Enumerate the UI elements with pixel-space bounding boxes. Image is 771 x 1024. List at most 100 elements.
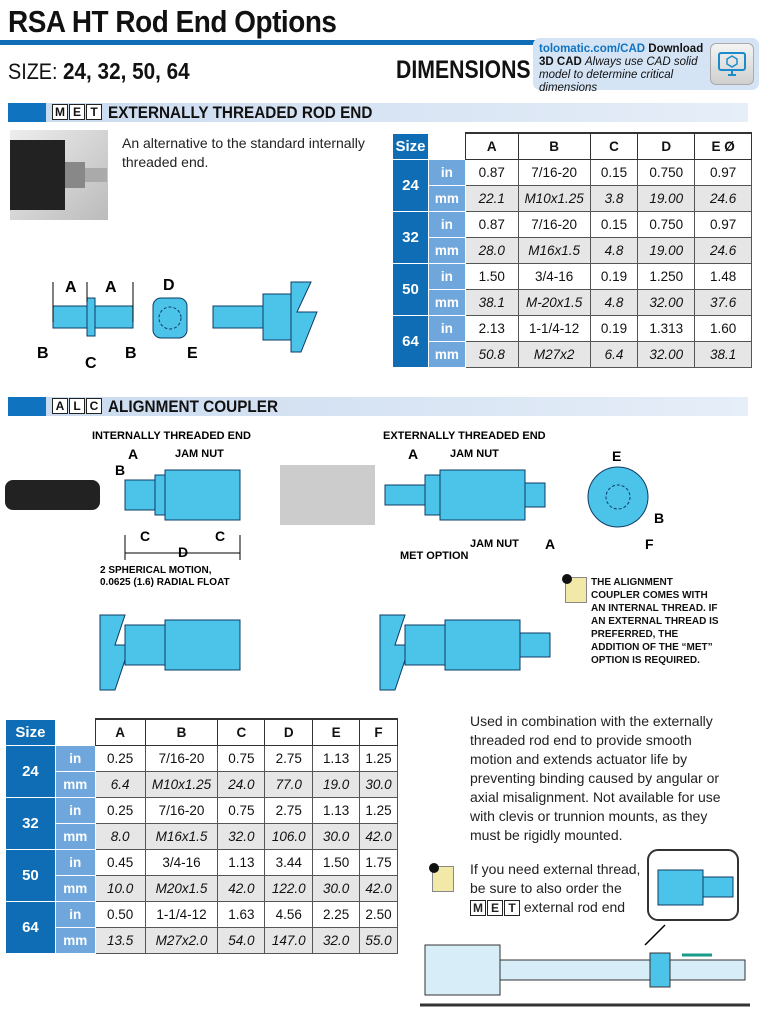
value-cell: 42.0 [359,874,398,902]
value-cell: 0.87 [464,210,519,238]
value-cell: 1-1/4-12 [144,900,219,928]
value-cell: M16x1.5 [517,236,591,264]
code-letter: M [52,104,68,120]
dimensions-heading: DIMENSIONS [396,56,531,84]
value-cell: 0.97 [694,158,752,186]
cad-link[interactable]: tolomatic.com/CAD [539,43,646,55]
column-header: C [589,132,639,160]
size-header: Size [392,132,429,160]
svg-text:INTERNALLY THREADED END: INTERNALLY THREADED END [92,430,251,442]
column-header: F [359,718,398,746]
unit-cell: mm [54,822,96,850]
value-cell: 4.8 [589,236,639,264]
value-cell: 0.19 [589,262,639,290]
value-cell: 30.0 [312,822,361,850]
svg-text:A: A [128,446,138,462]
value-cell: 7/16-20 [144,796,219,824]
value-cell: 2.13 [464,314,519,342]
code-letter: C [86,398,102,414]
met-dimension-diagram: A A B C B D E [37,277,318,372]
value-cell: M27x2 [517,340,591,368]
value-cell: M20x1.5 [144,874,219,902]
value-cell: 2.75 [264,744,314,772]
value-cell: 42.0 [359,822,398,850]
value-cell: 54.0 [217,926,266,954]
column-header: B [144,718,219,746]
column-header: A [464,132,519,160]
size-cell: 50 [5,848,56,902]
value-cell: 122.0 [264,874,314,902]
svg-text:E: E [187,345,198,362]
value-cell: 0.45 [94,848,146,876]
value-cell: 4.8 [589,288,639,316]
svg-text:B: B [654,510,664,526]
svg-text:D: D [163,277,175,294]
value-cell: 1.60 [694,314,752,342]
value-cell: 24.6 [694,184,752,212]
size-cell: 50 [392,262,429,316]
value-cell: 0.25 [94,744,146,772]
unit-cell: in [427,210,466,238]
value-cell: 1.313 [637,314,696,342]
column-header: B [517,132,591,160]
value-cell: 37.6 [694,288,752,316]
value-cell: 0.25 [94,796,146,824]
alc-diagrams: INTERNALLY THREADED END A B JAM NUT C C … [5,430,664,691]
value-cell: 0.75 [217,796,266,824]
size-cell: 64 [392,314,429,368]
column-header: C [217,718,266,746]
unit-cell: mm [54,770,96,798]
note-icon [429,863,454,892]
value-cell: 7/16-20 [144,744,219,772]
column-header: D [637,132,696,160]
unit-cell: mm [427,184,466,212]
cad-download-box[interactable]: tolomatic.com/CAD Download 3D CAD Always… [533,38,759,94]
svg-text:A: A [105,279,117,296]
code-letter: A [52,398,68,414]
value-cell: 1.48 [694,262,752,290]
value-cell: 3/4-16 [144,848,219,876]
page-title: RSA HT Rod End Options [8,4,337,39]
unit-cell: in [427,314,466,342]
value-cell: 55.0 [359,926,398,954]
code-letter: T [504,900,520,917]
svg-text:A: A [65,279,77,296]
value-cell: 28.0 [464,236,519,264]
code-letter: T [86,104,102,120]
unit-cell: mm [427,340,466,368]
value-cell: 1.25 [359,796,398,824]
cad-monitor-icon[interactable] [710,43,754,85]
value-cell: 38.1 [694,340,752,368]
value-cell: M27x2.0 [144,926,219,954]
value-cell: 13.5 [94,926,146,954]
value-cell: 1.250 [637,262,696,290]
value-cell: 106.0 [264,822,314,850]
unit-cell: mm [427,288,466,316]
svg-text:2 SPHERICAL MOTION,: 2 SPHERICAL MOTION, [100,565,212,576]
svg-text:F: F [645,536,654,552]
value-cell: 19.00 [637,184,696,212]
unit-cell: in [54,900,96,928]
column-header: D [264,718,314,746]
value-cell: 32.00 [637,288,696,316]
value-cell: 42.0 [217,874,266,902]
met-description: An alternative to the standard internall… [122,135,365,170]
svg-text:C: C [85,355,97,372]
svg-text:EXTERNALLY THREADED END: EXTERNALLY THREADED END [383,430,546,442]
value-cell: 30.0 [312,874,361,902]
value-cell: M-20x1.5 [517,288,591,316]
cad-note: Always use CAD solid model to determine … [539,56,698,94]
value-cell: 32.0 [217,822,266,850]
note-icon [562,574,587,603]
